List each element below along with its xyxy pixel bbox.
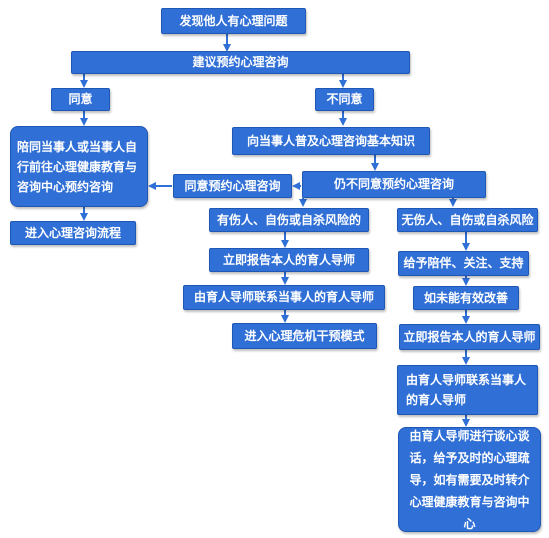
node-has-risk: 有伤人、自伤或自杀风险的: [209, 208, 369, 232]
node-no-improve: 如未能有效改善: [413, 286, 519, 310]
node-enter-process: 进入心理咨询流程: [10, 221, 136, 245]
node-disagree: 不同意: [315, 88, 374, 111]
node-still-disagree: 仍不同意预约心理咨询: [302, 171, 486, 198]
node-accompany: 陪同当事人或当事人自行前往心理健康教育与咨询中心预约咨询: [10, 126, 148, 207]
node-agree: 同意: [51, 88, 110, 111]
node-mentor-talk: 由育人导师进行谈心谈话，给予及时的心理疏导，如有需要及时转介心理健康教育与咨询中…: [398, 427, 541, 532]
node-crisis-mode: 进入心理危机干预模式: [232, 323, 377, 349]
node-mentor-contact-right: 由育人导师联系当事人的育人导师: [397, 365, 538, 415]
node-discover: 发现他人有心理问题: [161, 8, 306, 34]
node-mentor-contact-left: 由育人导师联系当事人的育人导师: [183, 285, 385, 310]
node-report-mentor-left: 立即报告本人的育人导师: [209, 248, 369, 272]
node-agree-appointment: 同意预约心理咨询: [173, 174, 292, 198]
node-no-risk: 无伤人、自伤或自杀风险: [397, 208, 538, 232]
node-popularize: 向当事人普及心理咨询基本知识: [232, 127, 430, 155]
node-support: 给予陪伴、关注、支持: [398, 251, 529, 276]
node-suggest: 建议预约心理咨询: [71, 51, 410, 74]
node-report-mentor-right: 立即报告本人的育人导师: [399, 324, 540, 350]
